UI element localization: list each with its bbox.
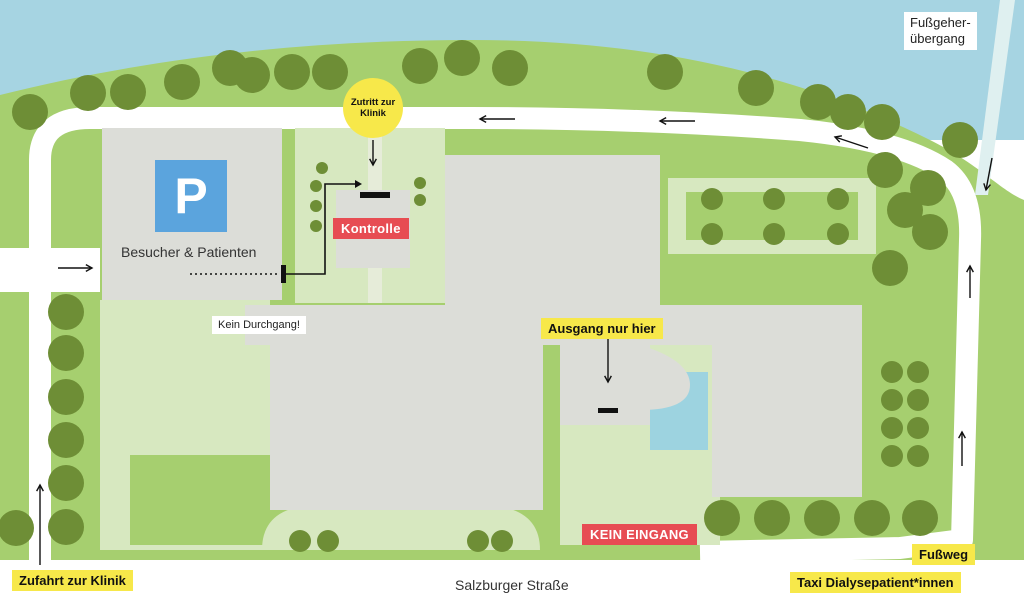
tree-icon: [942, 122, 978, 158]
arrow-icon: [36, 483, 44, 492]
tree-icon: [647, 54, 683, 90]
lawn-bottom-left: [130, 455, 270, 545]
tree-icon: [164, 64, 200, 100]
tree-icon: [0, 510, 34, 546]
tree-icon: [414, 177, 426, 189]
courtyard-path-2: [368, 268, 382, 303]
tree-icon: [881, 445, 903, 467]
arrow-icon: [833, 135, 843, 143]
tree-icon: [867, 152, 903, 188]
tree-icon: [881, 417, 903, 439]
tree-icon: [310, 200, 322, 212]
tree-icon: [492, 50, 528, 86]
tree-icon: [907, 417, 929, 439]
tree-icon: [317, 530, 339, 552]
ring-road: [29, 107, 982, 563]
tree-icon: [110, 74, 146, 110]
exit-only-label: Ausgang nur hier: [541, 318, 663, 339]
tree-icon: [907, 389, 929, 411]
arrow-icon: [369, 158, 377, 167]
tree-icon: [310, 220, 322, 232]
arrow-icon: [478, 115, 487, 123]
tree-icon: [830, 94, 866, 130]
tree-icon: [402, 48, 438, 84]
footpath-label: Fußweg: [912, 544, 976, 565]
street-name: Salzburger Straße: [455, 577, 569, 593]
tree-icon: [754, 500, 790, 536]
tree-icon: [414, 194, 426, 206]
arrow-icon: [983, 183, 991, 192]
exit-plaza: [565, 345, 690, 410]
tree-icon: [48, 379, 84, 415]
access-circle-label: Zutritt zur Klinik: [343, 78, 403, 138]
courtyard-path: [368, 128, 382, 190]
tree-icon: [48, 465, 84, 501]
tree-icon: [274, 54, 310, 90]
tree-icon: [872, 250, 908, 286]
clinic-access-label: Zufahrt zur Klinik: [12, 570, 133, 591]
tree-icon: [887, 192, 923, 228]
tree-icon: [12, 94, 48, 130]
tree-icon: [854, 500, 890, 536]
arrow-icon: [966, 264, 974, 273]
tree-icon: [70, 75, 106, 111]
tree-icon: [289, 530, 311, 552]
arrow-icon: [958, 430, 966, 439]
arrow-icon: [834, 136, 869, 149]
tree-icon: [704, 500, 740, 536]
tree-icon: [912, 214, 948, 250]
taxi-label: Taxi Dialysepatient*innen: [790, 572, 961, 593]
no-passage-label: Kein Durchgang!: [212, 316, 306, 334]
tree-icon: [48, 422, 84, 458]
tree-icon: [907, 361, 929, 383]
arrow-icon: [658, 117, 667, 125]
tree-icon: [881, 389, 903, 411]
tree-icon: [48, 294, 84, 330]
tree-icon: [467, 530, 489, 552]
pedestrian-crossing-label: Fußgeher- übergang: [904, 12, 977, 50]
arrow-icon: [985, 157, 993, 191]
arrows: [36, 115, 993, 565]
tree-icon: [910, 170, 946, 206]
tree-icon: [800, 84, 836, 120]
tree-icon: [827, 188, 849, 210]
visitors-label: Besucher & Patienten: [121, 244, 257, 260]
tree-icon: [864, 104, 900, 140]
tree-icon: [804, 500, 840, 536]
tree-icon: [310, 180, 322, 192]
tree-icon: [881, 361, 903, 383]
tree-icon: [907, 445, 929, 467]
tree-icon: [902, 500, 938, 536]
no-entry-label: KEIN EINGANG: [582, 524, 697, 545]
tree-icon: [234, 57, 270, 93]
door-marker-parking: [281, 265, 286, 283]
tree-icon: [48, 509, 84, 545]
footbridge: [975, 0, 1015, 195]
walking-route-arrowhead: [355, 180, 362, 188]
tree-icon: [444, 40, 480, 76]
walking-route: [286, 183, 357, 275]
tree-icon: [763, 188, 785, 210]
tree-icon: [763, 223, 785, 245]
tree-icon: [491, 530, 513, 552]
tree-icon: [48, 335, 84, 371]
tree-icon: [827, 223, 849, 245]
tree-icon: [738, 70, 774, 106]
tree-icon: [316, 162, 328, 174]
tree-icon: [701, 188, 723, 210]
door-marker-exit: [598, 408, 618, 413]
access-label: Zutritt zur Klinik: [350, 97, 396, 119]
arrow-icon: [85, 264, 94, 272]
parking-sign-icon: P: [155, 160, 227, 232]
entry-road: [0, 248, 100, 292]
arrow-icon: [604, 375, 612, 384]
trees: [0, 40, 978, 552]
tree-icon: [312, 54, 348, 90]
tree-icon: [701, 223, 723, 245]
door-marker-control: [360, 192, 390, 198]
control-label: Kontrolle: [333, 218, 409, 239]
